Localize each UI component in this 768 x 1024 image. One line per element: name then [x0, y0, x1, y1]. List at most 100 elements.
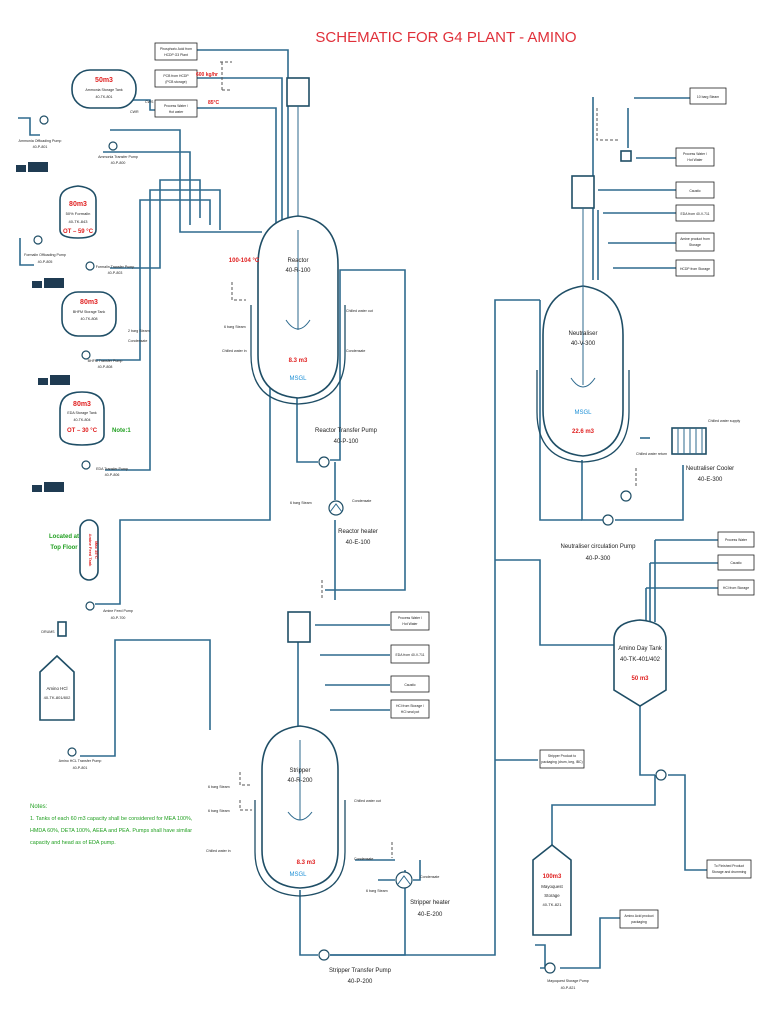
neutraliser-volume: 22.6 m3	[572, 429, 595, 435]
day-feed-1: Process Water	[725, 538, 748, 542]
stripper-steam-label-2: 6 barg Steam	[208, 809, 230, 813]
eda-tag: 40-TK-804	[74, 418, 91, 422]
stripper-pump-name: Stripper Transfer Pump	[329, 968, 392, 974]
eda-temp: OT – 30 °C	[67, 428, 98, 434]
feed-top-1-line2: HCDP G3 Plant	[164, 53, 188, 57]
bhfm-volume: 80m3	[80, 299, 98, 306]
stripper-feed-1-line2: Hot Water	[402, 622, 418, 626]
top-floor-line1: Located at	[49, 534, 79, 540]
truck-icon	[38, 375, 70, 385]
mayoquest-tank: 100m3 Mayoquest Storage 40-TK-821	[532, 843, 572, 936]
stripper-feed-4-line2: HCl seal pot	[401, 710, 420, 714]
ammonia-offload-pump-name: Ammonia Offloading Pump	[19, 139, 62, 143]
stripper-product-box	[539, 749, 585, 769]
stripper-chilled-out-label: Chilled water out	[354, 799, 381, 803]
truck-icon	[32, 278, 64, 288]
reactor-heater-steam-label: 6 barg Steam	[290, 501, 312, 505]
amine-feed-pump-tag: 40-P-700	[111, 616, 126, 620]
reactor-chilled-in-label: Chilled water in	[222, 349, 247, 353]
amine-feed-tank-temp: Max 35°C	[94, 541, 99, 559]
mayoquest-name: Mayoquest	[541, 884, 563, 889]
reactor-transfer-pump-icon	[318, 456, 330, 468]
amino-day-tank: Amino Day Tank 40-TK-401/402 50 m3	[613, 619, 667, 707]
stripper-feed-2-line1: EDA from 40-V-711	[396, 653, 425, 657]
neutraliser-feed-5-line1: HCDP from Storage	[680, 267, 710, 271]
neutraliser-material: MSGL	[574, 410, 592, 416]
cws-label: CWS	[145, 100, 154, 104]
mayoquest-line2: Storage	[544, 893, 560, 898]
stripper-name: Stripper	[289, 768, 310, 774]
page-title: SCHEMATIC FOR G4 PLANT - AMINO	[315, 29, 576, 46]
neutraliser-vessel: Neutraliser 40-V-300 MSGL 22.6 m3	[536, 175, 630, 463]
amino-hcl-pump-tag: 40-P-801	[73, 766, 88, 770]
reactor-name: Reactor	[287, 258, 308, 264]
amine-feed-pump-icon	[85, 601, 95, 611]
bhfm-tank: 80m3 BHFM Storage Tank 40-TK-808	[61, 291, 117, 337]
stripper-product-line1: Stripper Product to	[548, 754, 576, 758]
formalin-temp: OT – 59 °C	[63, 229, 94, 235]
stripper-heater-tag: 40-E-200	[418, 912, 443, 918]
reactor-pump-name: Reactor Transfer Pump	[315, 428, 378, 434]
stripper-feed-4-line1: HCl from Storage /	[396, 704, 424, 708]
neutraliser-feed-3-line1: EDA from 40-V-711	[681, 212, 710, 216]
eda-transfer-pump-tag: 40-P-806	[105, 473, 120, 477]
reactor-feed-boxes: Phosphoric Acid from HCDP G3 Plant PCB f…	[154, 42, 198, 118]
formalin-volume: 80m3	[69, 201, 87, 208]
eda-note: Note:1	[112, 428, 131, 434]
reactor-chilled-out-label: Chilled water out	[346, 309, 373, 313]
bhfm-tag: 40-TK-808	[81, 317, 98, 321]
neutraliser-pump-tag: 40-P-300	[586, 556, 611, 562]
reactor-heater-name: Reactor heater	[338, 529, 378, 535]
stripper-volume: 8.3 m3	[297, 860, 316, 866]
finished-product-line1: To Finished Product	[714, 864, 744, 868]
stripper-tag: 40-R-200	[287, 778, 313, 784]
feed-top-3-line2: Hot water	[169, 110, 184, 114]
formalin-transfer-pump-tag: 40-P-803	[108, 271, 123, 275]
steam-10bar-label: 10 barg Steam	[697, 95, 719, 99]
flow-rate-label: 600 kg/hr	[196, 72, 218, 78]
ammonia-storage-tank: 50m3 Ammonia Storage Tank 40-TK-801	[71, 69, 137, 109]
day-tank-pump-icon	[655, 769, 667, 781]
amine-feed-tank-label: Amine Feed Tank	[88, 534, 93, 568]
feed-top-3-line1: Process Water /	[164, 104, 188, 108]
neutraliser-cooler-tag: 40-E-300	[698, 477, 723, 483]
truck-icon	[32, 482, 64, 492]
reactor-vessel: Reactor 40-R-100 8.3 m3 MSGL	[250, 77, 346, 405]
neutraliser-tag: 40-V-300	[571, 341, 596, 347]
neutraliser-feed-2-line1: Caustic	[689, 189, 701, 193]
truck-icon	[16, 162, 48, 172]
amino-acid-pack-line1: Amino Acid product	[624, 914, 653, 918]
chilled-return-label: Chilled water return	[636, 452, 667, 456]
stripper-heater-steam: 6 barg Steam	[366, 889, 388, 893]
amino-hcl-pump-name: Amino HCL Transfer Pump	[59, 759, 102, 763]
ammonia-offload-pump-tag: 40-P-801	[33, 145, 48, 149]
temp-85-label: 85°C	[208, 100, 220, 106]
stripper-pump-tag: 40-P-200	[348, 979, 373, 985]
ammonia-tank-name: Ammonia Storage Tank	[85, 88, 122, 92]
formalin-transfer-pump-icon	[85, 261, 95, 271]
pressure-gauge-icon	[620, 490, 632, 502]
bhfm-name: BHFM Storage Tank	[73, 310, 105, 314]
eda-transfer-pump-icon	[81, 460, 91, 470]
formalin-name: 50% Formalin	[66, 211, 91, 216]
stripper-chilled-in-label: Chilled water in	[206, 849, 231, 853]
stripper-steam-label-1: 6 barg Steam	[208, 785, 230, 789]
neutraliser-pump-icon	[602, 514, 614, 526]
eda-name: EDA Storage Tank	[67, 411, 97, 415]
formalin-offload-pump-tag: 40-P-805	[38, 260, 53, 264]
eda-tank: 80m3 EDA Storage Tank 40-TK-804 OT – 30 …	[59, 391, 105, 446]
day-tank-tag: 40-TK-401/402	[620, 657, 661, 663]
amino-hcl-name: Amino HCl	[47, 686, 68, 691]
stripper-heater-icon	[395, 871, 413, 889]
drums-label: DRUMS	[41, 630, 55, 634]
notes-header: Notes:	[30, 804, 48, 810]
stripper-feed-3-line1: Caustic	[404, 683, 416, 687]
feed-top-2-line1: PCB from HCDP	[163, 74, 189, 78]
notes-line-3: capacity and head as of EDA pump.	[30, 840, 116, 846]
mayoquest-volume: 100m3	[543, 874, 562, 880]
amino-acid-pack-box	[619, 909, 659, 929]
bhfm-transfer-pump-name: BHFM Transfer Pump	[88, 359, 123, 363]
neutraliser-cooler-name: Neutraliser Cooler	[686, 466, 734, 472]
stripper-heater-name: Stripper heater	[410, 900, 450, 906]
